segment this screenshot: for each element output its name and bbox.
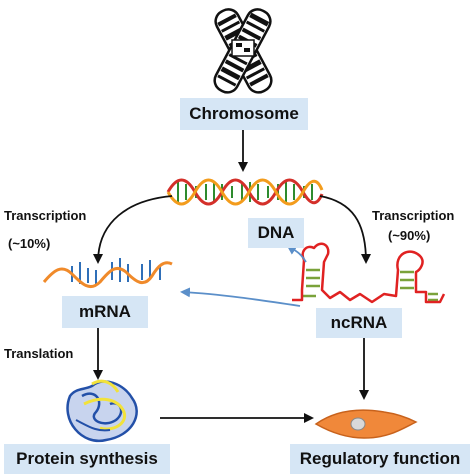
dna-box: DNA bbox=[248, 218, 304, 248]
arrow-dna-to-ncrna bbox=[319, 195, 371, 264]
chromosome-box: Chromosome bbox=[180, 98, 308, 130]
protein-icon bbox=[66, 379, 138, 443]
ncrna-box: ncRNA bbox=[316, 308, 402, 338]
dna-helix-icon bbox=[166, 178, 324, 206]
arrow-ncrna-to-mrna bbox=[180, 287, 301, 307]
arrow-dna-to-mrna bbox=[93, 195, 173, 264]
transcription-left-label: Transcription bbox=[4, 208, 87, 223]
ncrna-structure-icon bbox=[292, 242, 446, 304]
cell-icon bbox=[314, 409, 418, 439]
protein-synthesis-box: Protein synthesis bbox=[4, 444, 170, 474]
mrna-strand-icon bbox=[42, 258, 173, 288]
transcription-right-label: Transcription bbox=[372, 208, 455, 223]
translation-label: Translation bbox=[4, 346, 74, 361]
regulatory-function-box: Regulatory function bbox=[290, 444, 470, 474]
transcription-right-pct-label: (~90%) bbox=[388, 228, 431, 243]
mrna-box: mRNA bbox=[62, 296, 148, 328]
transcription-left-pct-label: (~10%) bbox=[8, 236, 51, 251]
chromosome-icon bbox=[213, 8, 273, 94]
